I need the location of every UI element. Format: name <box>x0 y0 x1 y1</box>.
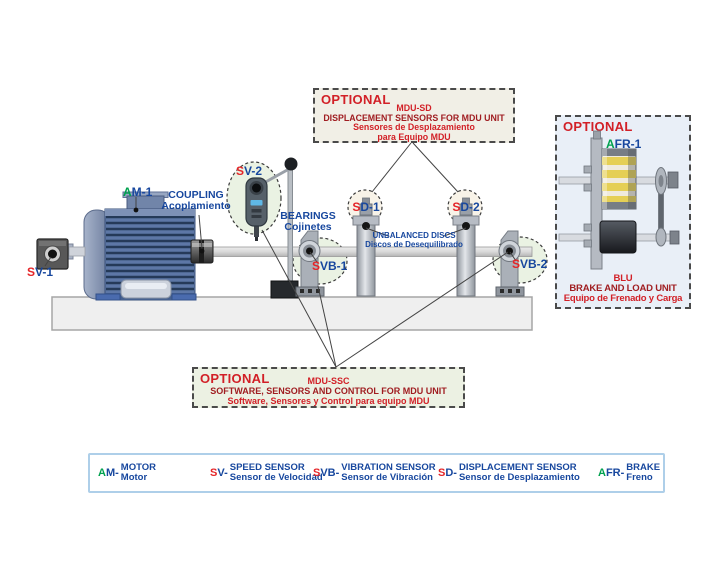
speed-sensor-sv1 <box>36 238 86 270</box>
label-am1: AM-1 <box>123 185 153 199</box>
label-bearings: BEARINGS Cojinetes <box>280 210 336 233</box>
bearing-svb1 <box>295 230 325 297</box>
option-subtitle-es: Equipo de Frenado y Carga <box>563 293 683 304</box>
label-coupling: COUPLING Acoplamiento <box>161 189 231 212</box>
brake-load-unit-option-box: OPTIONAL BLU BRAKE AND LOAD UNIT Equipo … <box>555 115 691 309</box>
bearing-svb2 <box>495 230 525 297</box>
motor-fins <box>106 215 194 291</box>
option-subtitle-es: Sensores de Desplazamiento <box>353 122 475 133</box>
optional-label: OPTIONAL <box>563 119 633 134</box>
option-title-en: DISPLACEMENT SENSORS FOR MDU UNIT <box>323 112 505 123</box>
vibration-meter-sv2 <box>245 177 268 241</box>
line-discs-pointer-left <box>365 227 389 237</box>
option-title-en: SOFTWARE, SENSORS AND CONTROL FOR MDU UN… <box>210 386 447 396</box>
option-code: MDU-SSC <box>307 376 350 386</box>
line-softbox-sv2 <box>261 229 337 368</box>
label-svb1: SVB-1 <box>312 259 348 273</box>
sv2-stand <box>260 157 299 299</box>
line-sv1-pointer <box>44 256 52 267</box>
base-platform <box>51 296 533 331</box>
am1-pointer-dot <box>133 207 139 213</box>
load-drum <box>599 220 637 254</box>
label-afr1: AFR-1 <box>606 137 642 151</box>
label-sv2: SV-2 <box>236 164 263 178</box>
software-sensors-option-box: OPTIONAL MDU-SSC SOFTWARE, SENSORS AND C… <box>192 367 465 408</box>
line-svb2-pointer <box>509 251 517 262</box>
line-coupling-pointer <box>198 214 203 250</box>
label-svb2: SVB-2 <box>512 257 548 271</box>
sd2-sensor-tip <box>462 222 470 230</box>
pulley-bottom <box>655 227 667 247</box>
software-box-text: MDU-SSC SOFTWARE, SENSORS AND CONTROL FO… <box>194 376 463 406</box>
optional-label: OPTIONAL <box>321 92 391 107</box>
option-subtitle-es: Software, Sensores y Control para equipo… <box>227 396 430 406</box>
label-sd1: SD-1 <box>352 200 380 214</box>
line-dispbox-sd2 <box>412 142 459 193</box>
option-code: MDU-SD <box>396 103 432 113</box>
label-sv1: SV-1 <box>27 265 54 279</box>
sd1-sensor-tip <box>362 222 370 230</box>
brake-load-unit-illustration <box>558 130 680 270</box>
optional-label: OPTIONAL <box>200 371 270 386</box>
line-softbox-svb2 <box>335 251 509 368</box>
label-sd2: SD-2 <box>452 200 480 214</box>
option-title-en: BRAKE AND LOAD UNIT <box>569 283 677 294</box>
option-subtitle-es: para Equipo MDU <box>377 131 451 142</box>
connector-lines <box>44 142 517 368</box>
line-softbox-svb1 <box>317 285 337 368</box>
displacement-sensors-option-box: OPTIONAL MDU-SD DISPLACEMENT SENSORS FOR… <box>313 88 515 143</box>
brake-drum <box>601 148 637 210</box>
unbalanced-disc-1 <box>352 197 380 297</box>
option-code: BLU <box>613 273 633 284</box>
coupling-pointer-dot <box>199 248 205 254</box>
line-dispbox-sd1 <box>371 142 412 193</box>
displacement-box-text: MDU-SD DISPLACEMENT SENSORS FOR MDU UNIT… <box>315 103 513 142</box>
line-svb1-pointer <box>309 251 318 263</box>
unbalanced-disc-2 <box>452 197 480 297</box>
label-unbalanced-discs: UNBALANCED DISCS Discos de Desequilibrad… <box>365 231 463 249</box>
brake-box-text: BLU BRAKE AND LOAD UNIT Equipo de Frenad… <box>557 274 689 304</box>
motor-illustration <box>83 191 197 301</box>
line-discs-pointer-right <box>443 227 467 237</box>
